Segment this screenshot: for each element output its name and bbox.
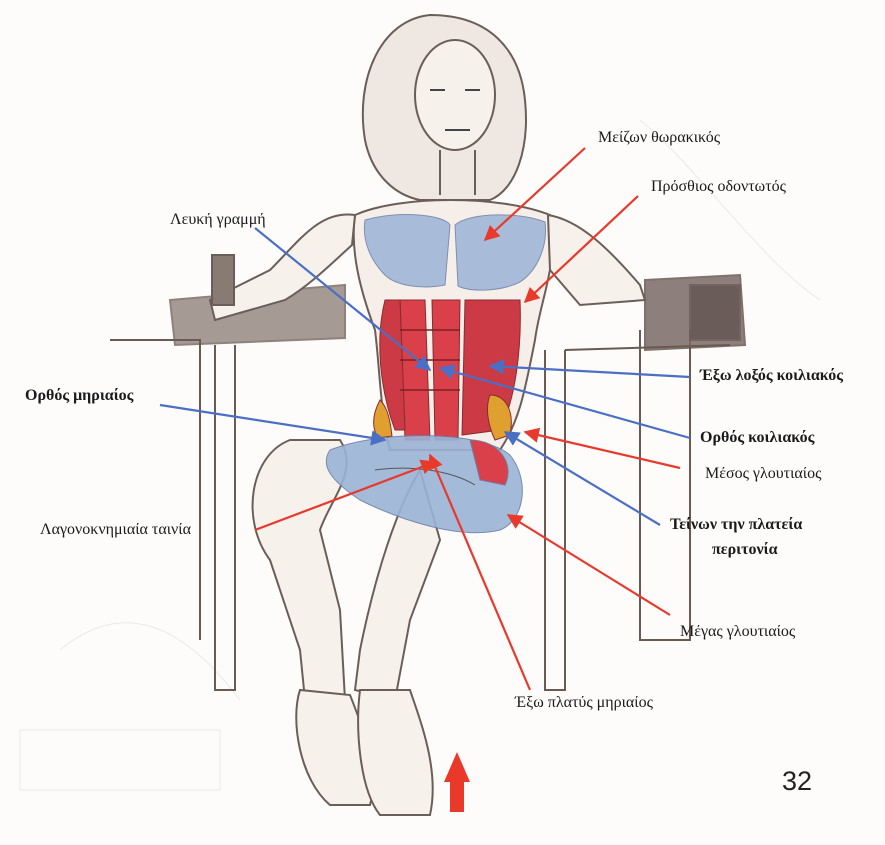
hip-muscles xyxy=(326,436,522,533)
label-gluteus-medius: Μέσος γλουτιαίος xyxy=(705,464,821,484)
up-arrow-icon xyxy=(444,752,470,812)
label-iliotibial-band: Λαγονοκνημιαία ταινία xyxy=(40,520,191,540)
label-tfl-line2: περιτονία xyxy=(712,540,778,560)
label-rectus-abdominis: Ορθός κοιλιακός xyxy=(700,428,814,448)
label-linea-alba: Λευκή γραμμή xyxy=(170,210,266,230)
label-vastus-lateralis: Έξω πλατύς μηριαίος xyxy=(515,693,653,713)
rectus-femoris-pointer xyxy=(160,405,385,440)
label-tfl-line1: Τείνων την πλατεία xyxy=(670,515,802,535)
label-pectoralis-major: Μείζων θωρακικός xyxy=(598,128,720,148)
label-rectus-femoris: Ορθός μηριαίος xyxy=(25,386,133,406)
label-external-oblique: Έξω λοξός κοιλιακός xyxy=(700,366,843,386)
page-number: 32 xyxy=(782,766,812,797)
label-gluteus-maximus: Μέγας γλουτιαίος xyxy=(680,622,795,642)
label-serratus-anterior: Πρόσθιος οδοντωτός xyxy=(651,177,786,197)
head xyxy=(363,15,526,200)
gluteus-medius-pointer xyxy=(525,432,680,468)
gluteus-maximus-pointer xyxy=(508,515,670,615)
